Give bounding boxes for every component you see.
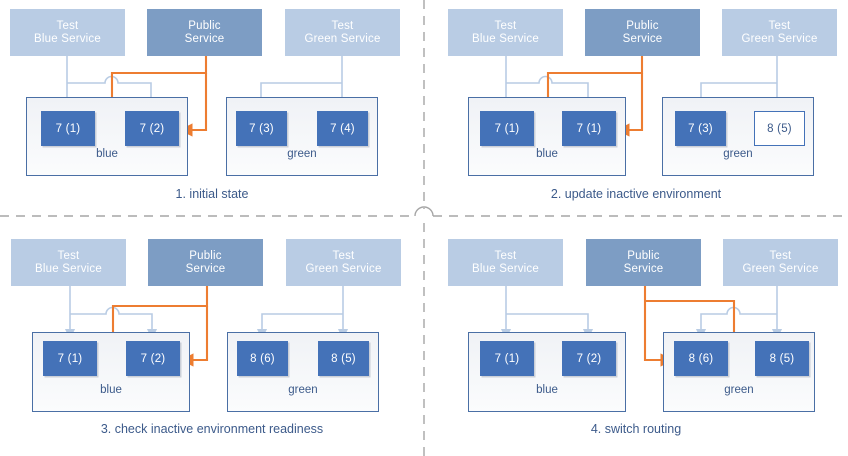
test-green-service-line1: Test	[331, 19, 354, 32]
panel-2-caption: 2. update inactive environment	[550, 187, 722, 201]
test-blue-service-line1: Test	[56, 19, 79, 32]
blue-environment-label: blue	[100, 384, 122, 396]
test-blue-service-line2: Blue Service	[472, 262, 539, 275]
test-green-service-line1: Test	[769, 249, 792, 262]
green-instance-1[interactable]: 8 (6)	[237, 341, 288, 376]
test-blue-service-line1: Test	[57, 249, 80, 262]
public-service-line1: Public	[627, 249, 660, 262]
green-environment-label: green	[723, 148, 753, 160]
blue-instance-1[interactable]: 7 (1)	[480, 111, 534, 146]
test-blue-service-line1: Test	[494, 249, 517, 262]
test-blue-service-line1: Test	[494, 19, 517, 32]
test-green-service-line2: Green Service	[741, 32, 818, 45]
public-service-line1: Public	[188, 19, 221, 32]
public-service-line2: Service	[184, 32, 225, 45]
test-green-service-line2: Green Service	[742, 262, 819, 275]
panel-4-caption: 4. switch routing	[590, 422, 682, 436]
green-instance-2[interactable]: 7 (4)	[317, 111, 368, 146]
green-instance-1[interactable]: 7 (3)	[236, 111, 287, 146]
blue-instance-2[interactable]: 7 (2)	[125, 111, 179, 146]
blue-instance-2[interactable]: 7 (2)	[562, 341, 616, 376]
blue-environment-label: blue	[96, 148, 118, 160]
blue-instance-2[interactable]: 7 (2)	[126, 341, 180, 376]
green-instance-2[interactable]: 8 (5)	[754, 111, 805, 146]
green-instance-1[interactable]: 7 (3)	[675, 111, 726, 146]
test-blue-service-line2: Blue Service	[35, 262, 102, 275]
public-service-line1: Public	[189, 249, 222, 262]
public-service-line1: Public	[626, 19, 659, 32]
green-instance-2[interactable]: 8 (5)	[755, 341, 809, 376]
green-environment-label: green	[288, 384, 318, 396]
blue-instance-1[interactable]: 7 (1)	[41, 111, 95, 146]
panel-1-caption: 1. initial state	[175, 187, 249, 201]
green-instance-1[interactable]: 8 (6)	[674, 341, 728, 376]
public-service-line2: Service	[622, 32, 663, 45]
test-green-service-line2: Green Service	[304, 32, 381, 45]
public-service-line2: Service	[185, 262, 226, 275]
panel2-connectors	[500, 56, 783, 137]
green-environment-label: green	[287, 148, 317, 160]
test-blue-service-line2: Blue Service	[34, 32, 101, 45]
blue-instance-1[interactable]: 7 (1)	[480, 341, 534, 376]
blue-environment-label: blue	[536, 384, 558, 396]
test-green-service-line2: Green Service	[305, 262, 382, 275]
panel4-connectors	[500, 285, 783, 367]
test-blue-service-line2: Blue Service	[472, 32, 539, 45]
test-green-service-line1: Test	[332, 249, 355, 262]
blue-environment-label: blue	[536, 148, 558, 160]
blue-instance-1[interactable]: 7 (1)	[43, 341, 97, 376]
test-green-service-line1: Test	[768, 19, 791, 32]
public-service-line2: Service	[623, 262, 664, 275]
blue-instance-2[interactable]: 7 (1)	[562, 111, 616, 146]
green-instance-2[interactable]: 8 (5)	[318, 341, 369, 376]
green-environment-label: green	[724, 384, 754, 396]
panel-3-caption: 3. check inactive environment readiness	[100, 422, 324, 436]
